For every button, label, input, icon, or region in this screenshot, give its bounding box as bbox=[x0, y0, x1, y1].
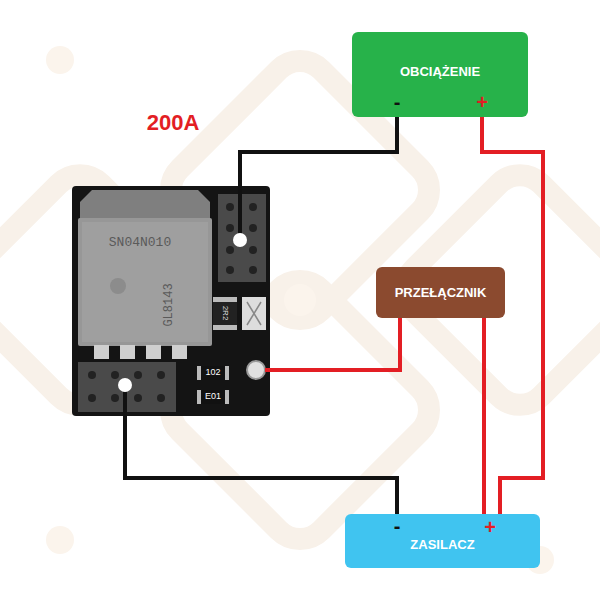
power-supply-box: ZASILACZ- + bbox=[345, 514, 540, 568]
terminal-sign: - bbox=[394, 91, 401, 113]
power-wire bbox=[484, 318, 485, 514]
ground-wire bbox=[125, 392, 397, 514]
current-rating: 200A bbox=[147, 111, 200, 135]
chip-marking: GL8143 bbox=[163, 283, 176, 326]
component-marking: E01 bbox=[205, 392, 221, 402]
terminal-sign: + bbox=[484, 516, 496, 538]
chip-marking: SN04N010 bbox=[109, 236, 171, 250]
terminal-sign: + bbox=[476, 91, 488, 113]
component-marking: 102 bbox=[205, 368, 220, 378]
box-title: OBCIĄŻENIE bbox=[400, 65, 480, 79]
component-marking: 2R2 bbox=[221, 306, 230, 321]
load-box: OBCIĄŻENIE - + bbox=[352, 32, 528, 117]
switch-box: PRZEŁĄCZNIK bbox=[376, 267, 505, 318]
ground-wire bbox=[240, 117, 397, 233]
switch-wire bbox=[265, 318, 400, 370]
box-title: ZASILACZ bbox=[410, 538, 474, 552]
terminal-sign: - bbox=[394, 515, 401, 537]
wire-line bbox=[482, 318, 486, 514]
box-title: PRZEŁĄCZNIK bbox=[395, 285, 487, 299]
